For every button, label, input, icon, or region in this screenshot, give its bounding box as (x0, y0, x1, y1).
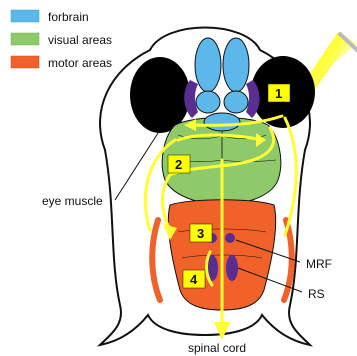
step-marker-4: 4 (183, 270, 205, 288)
rs-cell-right (226, 255, 238, 281)
legend-label-forebrain: forbrain (48, 10, 89, 24)
mrf-label: MRF (306, 257, 332, 271)
legend-swatch-visual (11, 33, 39, 45)
left-eye (130, 57, 190, 133)
svg-text:1: 1 (275, 86, 282, 101)
svg-text:4: 4 (190, 272, 198, 287)
legend: forbrain visual areas motor areas (11, 10, 112, 70)
step-marker-3: 3 (190, 224, 212, 242)
legend-label-motor: motor areas (48, 56, 112, 70)
eye-muscle-label: eye muscle (42, 194, 103, 208)
step-marker-1: 1 (268, 84, 290, 102)
legend-swatch-motor (11, 56, 39, 68)
legend-label-visual: visual areas (48, 33, 112, 47)
legend-swatch-forebrain (11, 10, 39, 22)
rs-label: RS (308, 287, 325, 301)
step-marker-2: 2 (168, 155, 190, 173)
svg-text:2: 2 (175, 157, 182, 172)
spinal-cord-label: spinal cord (188, 341, 246, 355)
svg-text:3: 3 (197, 226, 204, 241)
